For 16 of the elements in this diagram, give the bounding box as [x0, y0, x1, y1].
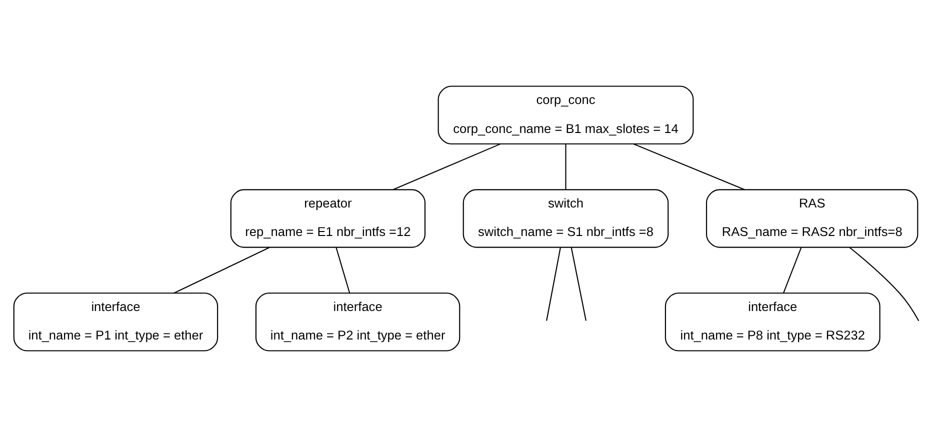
node-box: interface int_name = P2 int_type = ether: [255, 292, 460, 352]
node-box: interface int_name = P1 int_type = ether: [13, 292, 218, 352]
connector: [570, 247, 587, 321]
node-box: interface int_name = P8 int_type = RS232: [664, 292, 880, 352]
node-box: switch switch_name = S1 nbr_intfs =8: [462, 189, 669, 248]
connector: [546, 247, 561, 321]
node-box: repeator rep_name = E1 nbr_intfs =12: [230, 189, 426, 248]
connector: [633, 143, 745, 190]
connector: [174, 246, 270, 294]
node-box: corp_conc corp_conc_name = B1 max_slotes = 14: [438, 86, 694, 144]
connector: [392, 143, 501, 190]
node-box: RAS RAS_name = RAS2 nbr_intfs=8: [706, 189, 918, 248]
connector: [783, 247, 802, 294]
connector: [336, 247, 350, 294]
connector: [565, 144, 566, 190]
connector: [849, 247, 920, 322]
